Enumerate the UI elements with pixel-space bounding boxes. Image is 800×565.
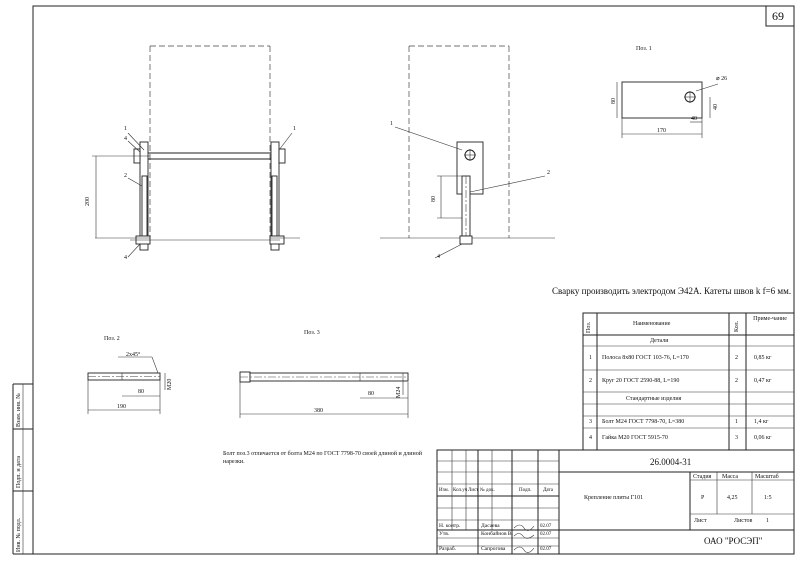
- spec-row-4-name: Гайка М20 ГОСТ 5915-70: [602, 435, 668, 441]
- front-callout-1-right: 1: [293, 126, 296, 132]
- spec-header-pos: Поз.: [586, 321, 592, 333]
- pos2-dim-80: 80: [138, 389, 144, 395]
- pos3-dim-380: 380: [314, 408, 323, 414]
- spec-row-1-pos: 1: [589, 355, 592, 361]
- role-2: Утв.: [439, 531, 450, 537]
- pos2-chamfer: 2x45°: [126, 352, 141, 358]
- scale-label: Масштаб: [755, 474, 779, 480]
- spec-row-4-qty: 3: [735, 435, 738, 441]
- sheets-value: 1: [766, 518, 769, 524]
- title-block-lines: [436, 449, 795, 555]
- spec-row-4-note: 0,06 кг: [754, 435, 772, 441]
- spec-row-3-qty: 1: [735, 419, 738, 425]
- spec-row-1-name: Полоса 8х80 ГОСТ 103-76, L=170: [602, 355, 689, 361]
- role-1-date: 02.07: [540, 524, 552, 529]
- pos2-dim-190: 190: [117, 404, 126, 410]
- stamp-sign-date: Подп. и дата: [16, 455, 22, 488]
- scale-value: 1:5: [764, 495, 772, 501]
- pos1-detail: [616, 81, 719, 138]
- spec-row-3-name: Болт М24 ГОСТ 7798-70, L=380: [602, 419, 685, 425]
- spec-row-2-qty: 2: [735, 378, 738, 384]
- front-callout-1-left: 1: [124, 126, 127, 132]
- role-1-name: Дасаева: [481, 523, 500, 529]
- spec-section-details: Детали: [650, 338, 669, 344]
- role-1: Н. контр.: [439, 523, 461, 529]
- side-callout-1: 1: [390, 121, 393, 127]
- col-header-sign: Подп.: [519, 488, 532, 493]
- col-header-kol: Кол.уч: [453, 488, 468, 493]
- pos2-detail: [87, 356, 166, 414]
- spec-row-3-pos: 3: [589, 419, 592, 425]
- side-view: [380, 45, 555, 259]
- col-header-date: Дата: [543, 488, 553, 493]
- page-number: 69: [772, 9, 784, 23]
- spec-row-1-qty: 2: [735, 355, 738, 361]
- pos1-dim-40-horiz: 40: [691, 116, 697, 122]
- page-number-box: [765, 5, 795, 27]
- front-callout-4-bottom: 4: [124, 255, 127, 261]
- col-header-doc: № док.: [480, 488, 495, 493]
- doc-number: 26.0004-31: [650, 457, 692, 467]
- role-3-name: Сапрогова: [481, 546, 506, 552]
- side-dim-80: 80: [431, 196, 437, 202]
- front-callout-4-top: 4: [124, 136, 127, 142]
- spec-row-2-name: Круг 20 ГОСТ 2590-88, L=190: [602, 378, 680, 384]
- pos2-title: Поз. 2: [104, 336, 120, 342]
- welding-note: Сварку производить электродом Э42А. Кате…: [552, 286, 792, 296]
- role-2-name: Конбайнов В.: [481, 531, 513, 537]
- pos1-title: Поз. 1: [636, 46, 652, 52]
- pos1-dim-170: 170: [657, 128, 666, 134]
- spec-header-note: Приме-чание: [753, 316, 787, 322]
- spec-row-2-pos: 2: [589, 378, 592, 384]
- side-callout-4: 4: [437, 254, 440, 260]
- drawing-title: Крепление плиты Г101: [584, 495, 644, 501]
- pos2-thread: M20: [167, 378, 173, 390]
- pos3-dim-80: 80: [368, 391, 374, 397]
- mass-label: Масса: [722, 474, 739, 480]
- sheet-frame: [32, 5, 795, 555]
- stage-value: Р: [701, 495, 705, 501]
- pos1-dim-hole: ⌀ 26: [716, 76, 728, 82]
- mass-value: 4,25: [727, 495, 738, 501]
- pos1-dim-40-vert: 40: [713, 104, 719, 110]
- role-3-date: 02.07: [540, 547, 552, 552]
- col-header-izm: Изм.: [439, 488, 449, 493]
- spec-row-3-note: 1,4 кг: [754, 419, 769, 425]
- spec-row-2-note: 0,47 кг: [754, 378, 772, 384]
- bolt-note: Болт поз.3 отличается от болта М24 по ГО…: [223, 451, 422, 465]
- stamp-replace-inv: Взам. инв. №: [16, 393, 22, 427]
- spec-header-qty: Кол.: [734, 320, 740, 332]
- pos3-title: Поз. 3: [304, 330, 320, 336]
- role-2-date: 02.07: [540, 532, 552, 537]
- sheet-label: Лист: [694, 518, 707, 524]
- front-view: [92, 45, 300, 258]
- organization: ОАО "РОСЭП": [704, 536, 763, 546]
- spec-row-4-pos: 4: [589, 435, 592, 441]
- sheets-label: Листов: [734, 518, 753, 524]
- stage-label: Стадия: [693, 474, 712, 480]
- pos3-thread: M24: [396, 386, 402, 398]
- stamp-inv-orig: Инв. № подл.: [16, 517, 22, 552]
- pos1-dim-80: 80: [611, 98, 617, 104]
- role-3: Разраб.: [439, 546, 457, 552]
- front-dim-200: 200: [85, 197, 91, 206]
- spec-section-standard: Стандартные изделия: [626, 396, 682, 402]
- spec-row-1-note: 0,85 кг: [754, 355, 772, 361]
- spec-header-name: Наименование: [633, 321, 671, 327]
- front-callout-2: 2: [124, 173, 127, 179]
- col-header-list: Лист: [468, 488, 479, 493]
- pos3-detail: [239, 371, 409, 418]
- side-callout-2: 2: [547, 170, 550, 176]
